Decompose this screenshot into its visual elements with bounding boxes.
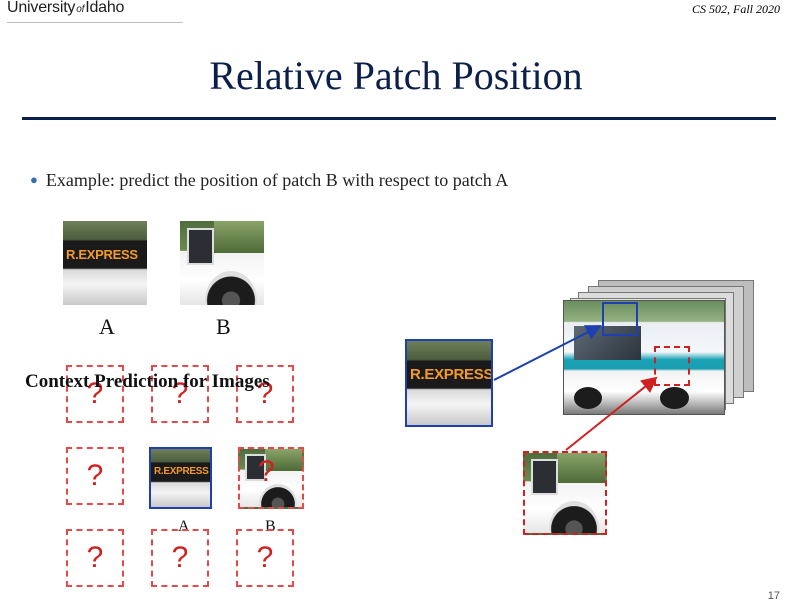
arrow-a-to-bus (494, 326, 600, 380)
arrow-b-to-bus (566, 378, 656, 450)
page-number: 17 (768, 590, 780, 602)
